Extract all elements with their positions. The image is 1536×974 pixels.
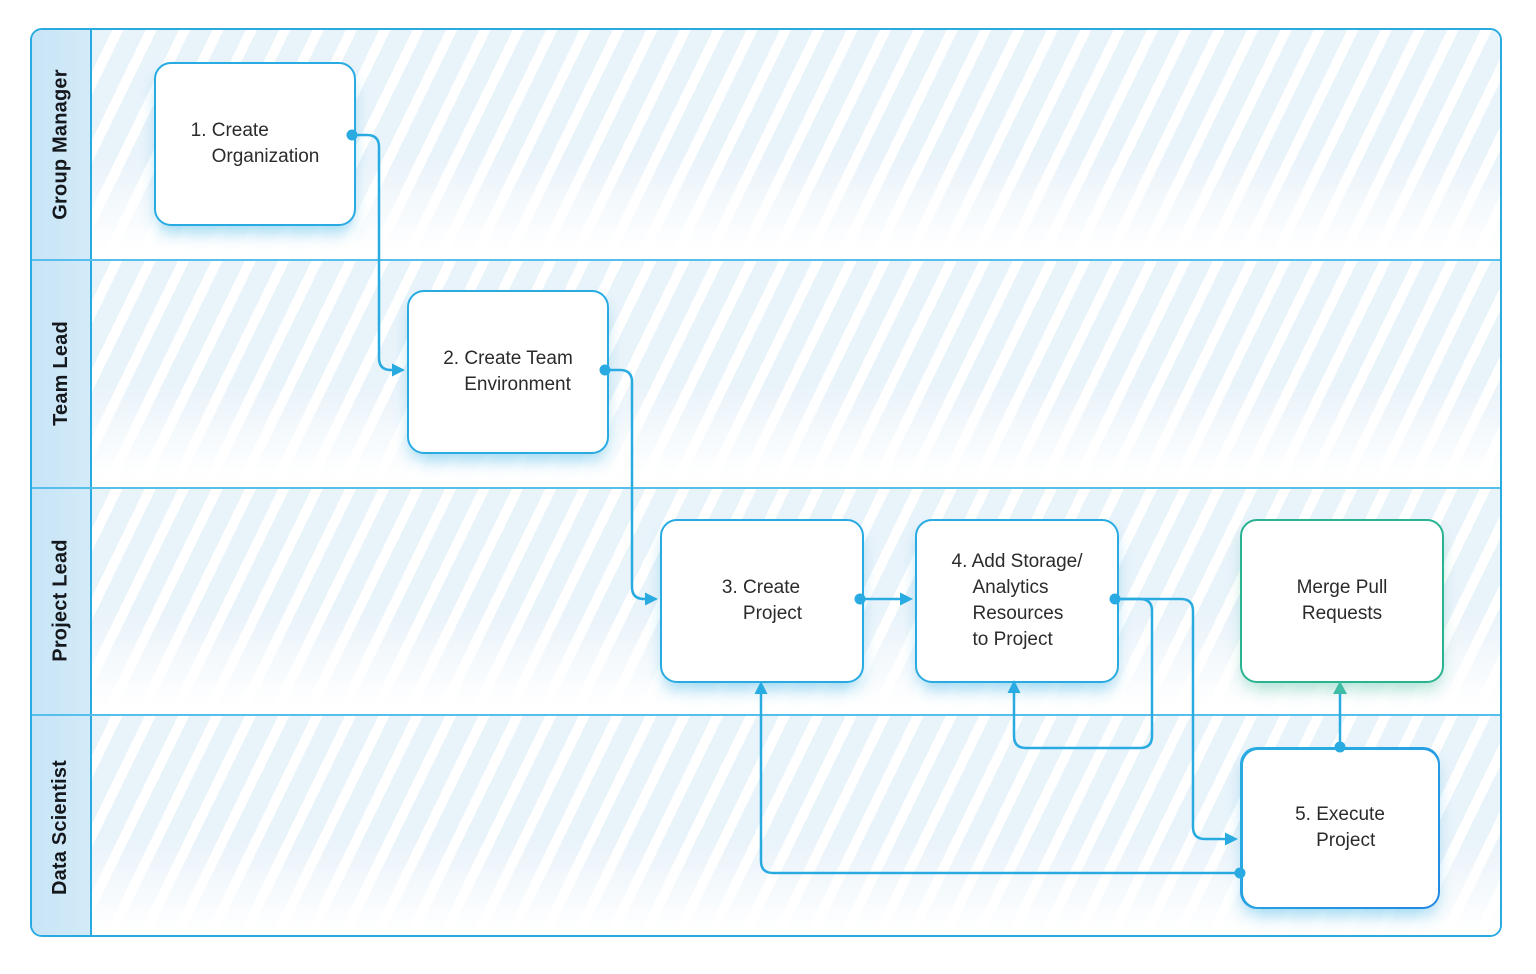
lane-team-lead — [90, 259, 1500, 487]
lane-label: Project Lead — [49, 539, 72, 662]
node-create-team-environment: 2. Create Team Environment — [407, 290, 609, 454]
node-execute-project-body: 5. Execute Project — [1242, 749, 1438, 907]
lane-label: Data Scientist — [49, 759, 72, 895]
node-label: 5. Execute Project — [1295, 804, 1385, 851]
node-execute-project: 5. Execute Project — [1240, 747, 1440, 909]
lane-label: Group Manager — [49, 69, 72, 220]
node-label: 3. Create Project — [721, 577, 803, 624]
lane-header-group-manager: Group Manager — [32, 30, 90, 259]
lane-header-data-scientist: Data Scientist — [32, 714, 90, 935]
lane-header-team-lead: Team Lead — [32, 259, 90, 487]
lane-header-column — [32, 30, 92, 935]
node-label: 1. Create Organization — [190, 120, 320, 167]
swimlane-diagram: Group Manager Team Lead Project Lead Dat… — [30, 28, 1502, 937]
node-create-organization: 1. Create Organization — [154, 62, 356, 226]
lane-divider — [32, 714, 1500, 716]
node-add-storage-analytics-resources: 4. Add Storage/ Analytics Resources to P… — [915, 519, 1119, 683]
node-create-project: 3. Create Project — [660, 519, 864, 683]
node-label: 2. Create Team Environment — [443, 348, 573, 395]
lane-divider — [32, 259, 1500, 261]
node-label: 4. Add Storage/ Analytics Resources to P… — [951, 551, 1083, 650]
node-merge-pull-requests: Merge Pull Requests — [1240, 519, 1444, 683]
node-label: Merge Pull Requests — [1296, 577, 1388, 624]
lane-label: Team Lead — [49, 320, 72, 426]
lane-divider — [32, 487, 1500, 489]
lane-header-project-lead: Project Lead — [32, 487, 90, 714]
